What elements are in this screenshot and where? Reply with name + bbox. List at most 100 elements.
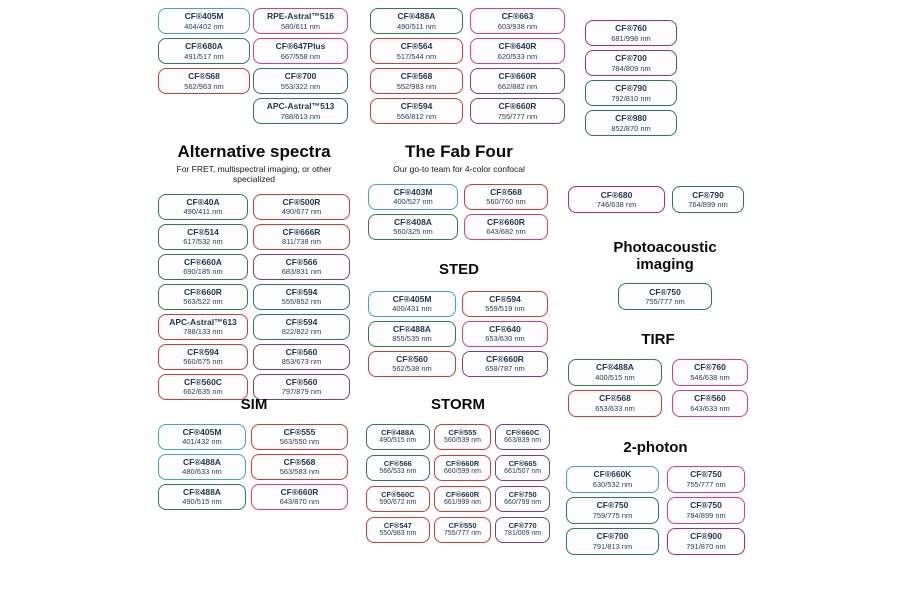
section-title: The Fab Four <box>405 142 513 161</box>
dye-wavelengths: 661/999 nm <box>443 498 481 506</box>
dye-name: CF®500R <box>282 197 321 208</box>
dye-name: CF®568 <box>283 456 316 467</box>
dye-wavelengths: 556/812 nm <box>396 111 437 121</box>
dye-name: CF®568 <box>188 71 220 82</box>
dye-name: CF®555 <box>283 426 316 437</box>
dye-name: CF®750 <box>508 489 537 499</box>
dye-name: CF®555 <box>448 427 477 437</box>
dye-name: CF®760 <box>694 362 726 373</box>
dye-wavelengths: 490/511 nm <box>396 21 437 31</box>
dye-wavelengths: 480/633 nm <box>182 467 222 477</box>
dye-name: CF®408A <box>394 217 432 228</box>
dye-name: CF®680 <box>600 189 633 200</box>
dye-name: CF®566 <box>383 458 412 468</box>
dye-wavelengths: 755/777 nm <box>497 111 538 121</box>
dye-name: CF®594 <box>489 293 521 304</box>
dye-wavelengths: 660/599 nm <box>443 467 481 475</box>
dye-wavelengths: 560/325 nm <box>393 227 433 237</box>
dye-wavelengths: 400/515 nm <box>595 372 635 382</box>
dye-wavelengths: 658/787 nm <box>485 364 525 374</box>
dye-wavelengths: 560/539 nm <box>443 436 481 444</box>
dye-wavelengths: 791/870 nm <box>686 541 726 551</box>
dye-wavelengths: 560/760 nm <box>486 197 526 207</box>
section-subtitle: For FRET, multispectral imaging, or othe… <box>176 163 332 184</box>
dye-wavelengths: 853/673 nm <box>281 357 322 367</box>
dye-wavelengths: 792/810 nm <box>611 93 651 103</box>
dye-wavelengths: 797/879 nm <box>281 387 322 397</box>
dye-name: CF®564 <box>400 41 433 52</box>
dye-name: CF®700 <box>615 53 647 64</box>
dye-wavelengths: 746/638 nm <box>596 200 637 210</box>
dye-wavelengths: 555/852 nm <box>281 297 322 307</box>
section-title: STED <box>438 261 479 278</box>
dye-name: CF®660R <box>184 287 222 298</box>
dye-name: CF®560 <box>396 353 428 364</box>
dye-name: CF®560 <box>285 377 318 388</box>
dye-wavelengths: 617/532 nm <box>183 237 223 247</box>
dye-wavelengths: 400/527 nm <box>393 197 433 207</box>
section-title: SIM <box>240 396 268 413</box>
dye-wavelengths: 784/809 nm <box>611 63 651 73</box>
dye-name: CF®405M <box>392 293 432 304</box>
dye-name: CF®594 <box>187 347 219 358</box>
dye-wavelengths: 764/899 nm <box>688 200 728 210</box>
dye-wavelengths: 560/675 nm <box>183 357 223 367</box>
dye-name: CF®900 <box>690 531 722 542</box>
dye-wavelengths: 755/777 nm <box>645 297 685 307</box>
dye-wavelengths: 603/938 nm <box>497 21 538 31</box>
dye-wavelengths: 755/777 nm <box>686 479 726 489</box>
dye-name: CF®660R <box>498 71 537 82</box>
dye-name: CF®790 <box>615 83 647 94</box>
dye-wavelengths: 404/402 nm <box>184 21 224 31</box>
dye-wavelengths: 781/009 nm <box>504 529 542 537</box>
dye-name: CF®666R <box>282 227 321 238</box>
dye-wavelengths: 690/185 nm <box>183 267 223 277</box>
dye-name: APC-Astral™513 <box>266 101 335 112</box>
dye-wavelengths: 643/682 nm <box>486 227 526 237</box>
dye-wavelengths: 580/611 nm <box>280 21 321 31</box>
dye-wavelengths: 788/613 nm <box>280 111 321 121</box>
dye-wavelengths: 791/813 nm <box>592 541 633 551</box>
